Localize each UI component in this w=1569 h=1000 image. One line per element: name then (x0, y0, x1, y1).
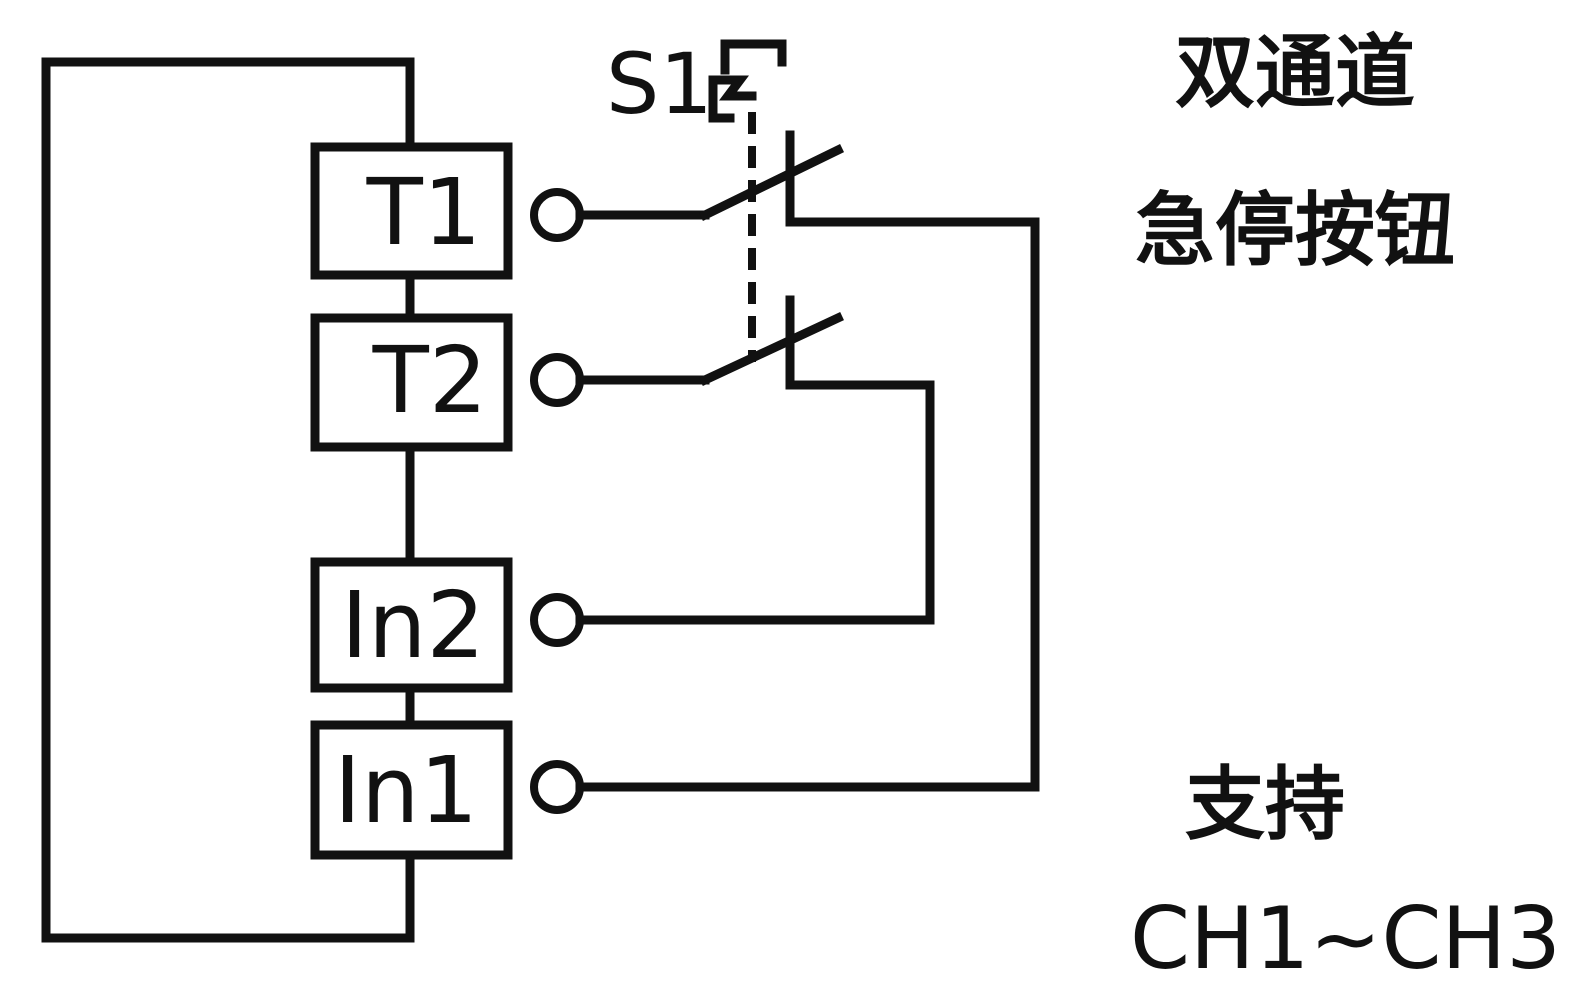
switch-contact-1-blade (698, 143, 845, 222)
screw-terminal-t2 (530, 353, 584, 407)
terminal-block-in2: In2 (310, 557, 513, 693)
title-line-2: 急停按钮 (1135, 184, 1455, 277)
wire-channel-2-out (575, 295, 935, 625)
terminal-label-t2: T2 (372, 327, 488, 434)
screw-terminal-t1 (530, 188, 584, 242)
channel-range-label: CH1~CH3 (1130, 889, 1561, 989)
terminal-label-in1: In1 (334, 737, 478, 844)
terminal-label-t1: T1 (366, 159, 482, 266)
terminal-block-t1: T1 (310, 142, 513, 280)
switch-label-s1: S1 (606, 35, 713, 133)
terminal-block-in1: In1 (310, 720, 513, 860)
screw-terminal-in1 (530, 760, 584, 814)
title-line-1: 双通道 (1175, 26, 1415, 119)
screw-terminal-in2 (530, 593, 584, 647)
outer-loop-wire (41, 57, 415, 943)
support-label: 支持 (1185, 758, 1345, 851)
terminal-block-t2: T2 (310, 313, 513, 452)
emergency-stop-switch-icon (708, 39, 787, 123)
terminal-label-in2: In2 (341, 572, 485, 679)
wire-channel-1-out (575, 130, 1040, 792)
switch-contact-2-blade (699, 312, 844, 386)
